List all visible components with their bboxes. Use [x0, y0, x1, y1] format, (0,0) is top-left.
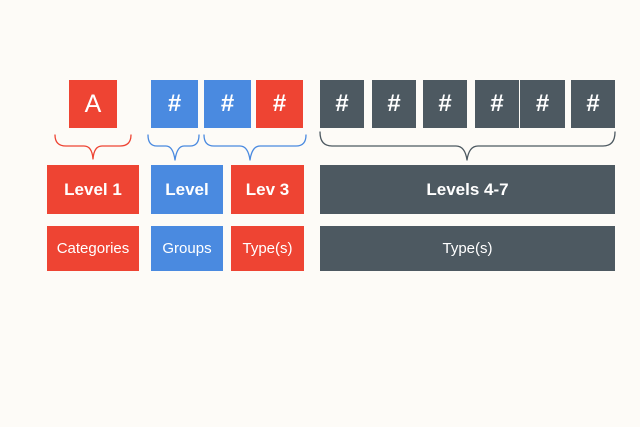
types-4-7-label: Type(s): [320, 226, 615, 271]
level1-code-letter: A: [69, 80, 117, 128]
categories-label: Categories: [47, 226, 139, 271]
level4-7-code-char-2: #: [372, 80, 416, 128]
level4-7-code-char-3: #: [423, 80, 467, 128]
types-label: Type(s): [231, 226, 304, 271]
level3-label: Lev 3: [231, 165, 304, 214]
level2-label: Level: [151, 165, 223, 214]
level1-bracket: [54, 134, 132, 160]
level4-7-code-char-6: #: [571, 80, 615, 128]
level4-7-code-char-1: #: [320, 80, 364, 128]
level4-7-code-char-5: #: [520, 80, 565, 128]
level3-code-char: #: [256, 80, 303, 128]
levels4-7-label: Levels 4-7: [320, 165, 615, 214]
groups-label: Groups: [151, 226, 223, 271]
level2-code-char-1: #: [151, 80, 198, 128]
level2-bracket: [147, 134, 200, 161]
levels4-7-bracket: [319, 131, 616, 161]
level2-code-char-2: #: [204, 80, 251, 128]
level3-bracket: [203, 134, 307, 161]
level4-7-code-char-4: #: [475, 80, 519, 128]
level1-label: Level 1: [47, 165, 139, 214]
